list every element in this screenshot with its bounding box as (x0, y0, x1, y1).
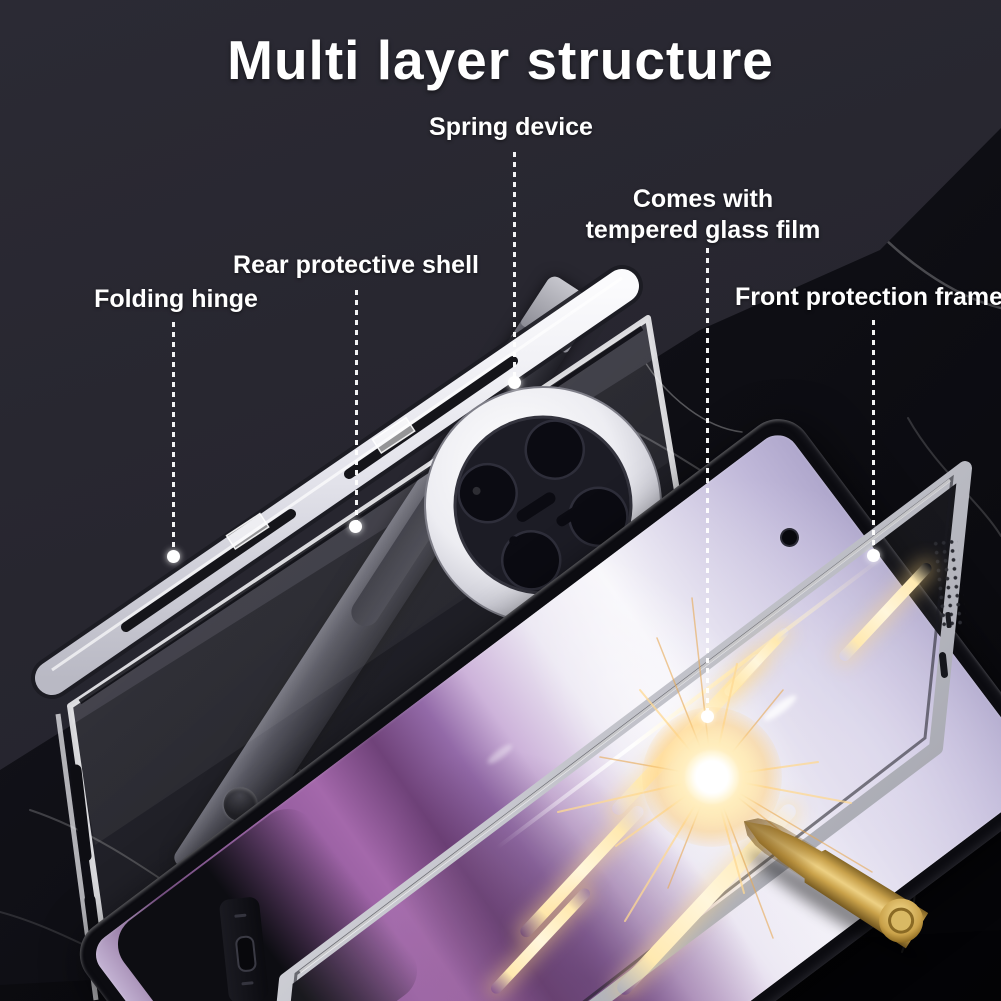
camera-lens-hole (457, 462, 518, 524)
leader-folding-hinge (172, 322, 175, 550)
leader-dot-folding-hinge (167, 550, 180, 563)
bullet-primer-ring (883, 902, 920, 939)
leader-dot-tempered-glass (701, 710, 714, 723)
label-rear-shell: Rear protective shell (233, 251, 479, 279)
leader-dot-spring-device (508, 376, 521, 389)
leader-spring-device (513, 152, 516, 378)
label-tempered-glass-line1: Comes with (632, 185, 774, 213)
selfie-camera-punch-hole (780, 528, 799, 547)
leader-dot-front-frame (867, 549, 880, 562)
label-spring-device: Spring device (429, 113, 593, 141)
label-folding-hinge: Folding hinge (94, 285, 258, 313)
leader-rear-shell (355, 290, 358, 522)
leader-dot-rear-shell (349, 520, 362, 533)
leader-tempered-glass (706, 248, 709, 710)
leader-front-frame (872, 320, 875, 548)
camera-lens-hole (524, 419, 586, 480)
page-title: Multi layer structure (227, 29, 774, 91)
spring-tab (371, 416, 416, 455)
spark-impact-point (684, 749, 740, 805)
label-tempered-glass: Comes with tempered glass film (586, 184, 821, 246)
spring-tab (225, 512, 270, 551)
label-front-frame: Front protection frame (734, 283, 1001, 311)
label-tempered-glass-line2: tempered glass film (585, 216, 821, 244)
